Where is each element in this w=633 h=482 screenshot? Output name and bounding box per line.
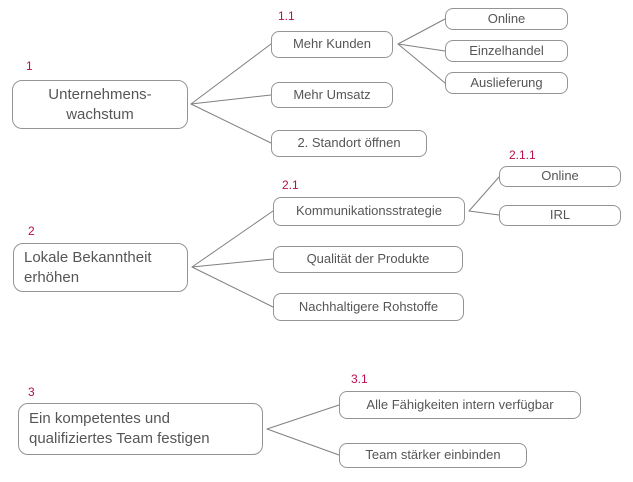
connector-line <box>468 176 500 212</box>
node-number-3-1: 3.1 <box>351 372 368 386</box>
connector-line <box>191 266 274 308</box>
connector-line <box>397 43 446 84</box>
connector-line <box>468 210 500 216</box>
node-number-1-1: 1.1 <box>278 9 295 23</box>
node-online-kunden[interactable]: Online <box>445 8 568 30</box>
node-unternehmenswachstum[interactable]: Unternehmens- wachstum <box>12 80 188 129</box>
node-number-2: 2 <box>28 224 35 238</box>
connector-line <box>191 258 274 268</box>
node-auslieferung[interactable]: Auslieferung <box>445 72 568 94</box>
connector-line <box>266 428 340 456</box>
node-number-2-1-1: 2.1.1 <box>509 148 536 162</box>
node-faehigkeiten-intern[interactable]: Alle Fähigkeiten intern verfügbar <box>339 391 581 419</box>
connector-line <box>190 103 272 144</box>
node-einzelhandel[interactable]: Einzelhandel <box>445 40 568 62</box>
node-online-kommunikation[interactable]: Online <box>499 166 621 187</box>
connector-line <box>191 210 274 268</box>
node-kommunikationsstrategie[interactable]: Kommunikationsstrategie <box>273 197 465 226</box>
node-lokale-bekanntheit[interactable]: Lokale Bekanntheit erhöhen <box>13 243 188 292</box>
connector-line <box>190 43 272 105</box>
node-number-2-1: 2.1 <box>282 178 299 192</box>
connector-line <box>397 43 446 52</box>
node-irl[interactable]: IRL <box>499 205 621 226</box>
node-mehr-umsatz[interactable]: Mehr Umsatz <box>271 82 393 108</box>
node-kompetentes-team[interactable]: Ein kompetentes und qualifiziertes Team … <box>18 403 263 455</box>
node-mehr-kunden[interactable]: Mehr Kunden <box>271 31 393 58</box>
node-number-1: 1 <box>26 59 33 73</box>
connector-line <box>190 94 272 105</box>
node-team-einbinden[interactable]: Team stärker einbinden <box>339 443 527 468</box>
connector-line <box>266 404 340 430</box>
node-qualitaet-der-produkte[interactable]: Qualität der Produkte <box>273 246 463 273</box>
node-zweiter-standort[interactable]: 2. Standort öffnen <box>271 130 427 157</box>
connector-line <box>397 18 446 45</box>
node-number-3: 3 <box>28 385 35 399</box>
node-nachhaltigere-rohstoffe[interactable]: Nachhaltigere Rohstoffe <box>273 293 464 321</box>
